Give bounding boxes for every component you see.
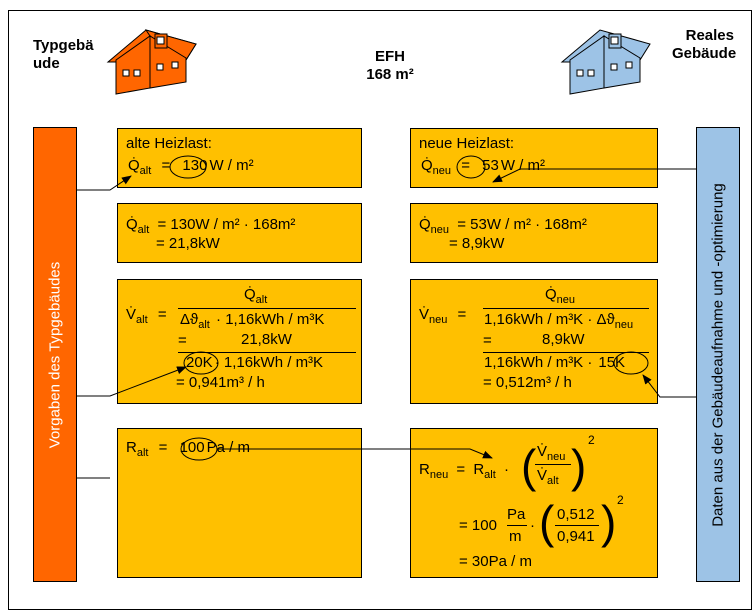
arrow-left-box1 <box>77 175 132 191</box>
box-title: alte Heizlast: <box>126 135 212 152</box>
l2-prefix: = 100 <box>459 517 497 534</box>
l2-bar <box>555 525 599 526</box>
l2-unit-num: Pa <box>507 506 526 523</box>
arrow-left-box3 <box>77 366 187 397</box>
arrow-right-box3 <box>642 374 696 398</box>
left-house-icon <box>106 29 197 95</box>
formula-line2: = 21,8kW <box>156 235 220 252</box>
circle-20K <box>183 351 219 375</box>
ratio-den: V̇alt <box>537 467 559 487</box>
circle-53 <box>456 155 486 179</box>
box-title: neue Heizlast: <box>419 135 515 152</box>
numerator2: 21,8kW <box>241 331 292 348</box>
eq-sign: = <box>483 332 492 349</box>
circle-15K <box>613 351 649 375</box>
circle-100 <box>180 437 218 461</box>
fraction-bar <box>483 308 649 309</box>
lhs: V̇alt = <box>126 306 167 326</box>
box-new-heat-total: Q̇neu = 53W / m² · 168m² = 8,9kW <box>410 203 658 263</box>
right-title: Reales Gebäude <box>672 27 737 62</box>
fraction-bar <box>178 308 356 309</box>
l2-dot: · <box>530 517 535 534</box>
formula-line1: Q̇alt = 130W / m² · 168m² <box>126 216 296 236</box>
l2-den: 0,941 <box>557 528 595 545</box>
lhs: V̇neu = <box>419 306 467 326</box>
circled-value: 15K <box>598 354 626 371</box>
annotation-overlay <box>77 155 696 479</box>
box-new-flow: V̇neu = Q̇neu 1,16kWh / m³K · Δϑneu = 8,… <box>410 279 658 404</box>
center-title: EFH 168 m² <box>366 48 414 83</box>
exponent: 2 <box>588 433 595 447</box>
l2-unit-den: m <box>509 528 522 545</box>
paren-close2: ) <box>601 496 617 548</box>
denominator2: 1,16kWh / m³K ·15K <box>484 354 626 371</box>
result: = 30Pa / m <box>459 553 532 570</box>
house-icons <box>106 29 651 95</box>
arrow-ralt-rneu <box>218 448 493 459</box>
box-old-heat-total: Q̇alt = 130W / m² · 168m² = 21,8kW <box>117 203 362 263</box>
numerator: Q̇alt <box>244 286 268 306</box>
paren-open: ( <box>521 440 537 492</box>
denominator2: 20K· 1,16kWh / m³K <box>186 354 324 371</box>
ratio-bar <box>535 464 571 465</box>
l2-unit-bar <box>507 525 527 526</box>
circled-value: 100 <box>179 439 205 456</box>
left-title: Typgebä ude <box>33 37 94 72</box>
arrow-right-box1 <box>492 168 696 183</box>
result: = 0,941m³ / h <box>176 374 265 391</box>
ratio-num: V̇neu <box>537 443 566 463</box>
fraction-bar2 <box>178 352 356 353</box>
l2-num: 0,512 <box>557 506 595 523</box>
fraction-bar2 <box>483 352 649 353</box>
numerator2: 8,9kW <box>542 331 585 348</box>
circled-value: 130 <box>182 157 208 174</box>
numerator: Q̇neu <box>545 286 576 306</box>
box-new-pressure: Rneu = Ralt · ( V̇neu V̇alt ) 2 = 100 Pa… <box>410 428 658 578</box>
right-sidebar: Daten aus der Gebäudeaufnahme und -optim… <box>696 127 740 582</box>
denominator: Δϑalt · 1,16kWh / m³K <box>180 311 325 331</box>
eq-sign: = <box>178 332 187 349</box>
circled-value: 20K <box>186 354 213 371</box>
result: = 0,512m³ / h <box>483 374 572 391</box>
circled-value: 53 <box>482 157 499 174</box>
right-house-icon <box>560 29 651 95</box>
formula-line2: = 8,9kW <box>449 235 505 252</box>
paren-open2: ( <box>539 496 555 548</box>
exponent2: 2 <box>617 493 624 507</box>
lhs: Rneu = Ralt · <box>419 461 509 481</box>
circle-130 <box>169 155 207 179</box>
left-sidebar: Vorgaben des Typgebäudes <box>33 127 77 582</box>
box-old-flow: V̇alt = Q̇alt Δϑalt · 1,16kWh / m³K = 21… <box>117 279 362 404</box>
denominator: 1,16kWh / m³K · Δϑneu <box>484 311 634 331</box>
formula-line1: Q̇neu = 53W / m² · 168m² <box>419 216 587 236</box>
paren-close: ) <box>571 440 587 492</box>
